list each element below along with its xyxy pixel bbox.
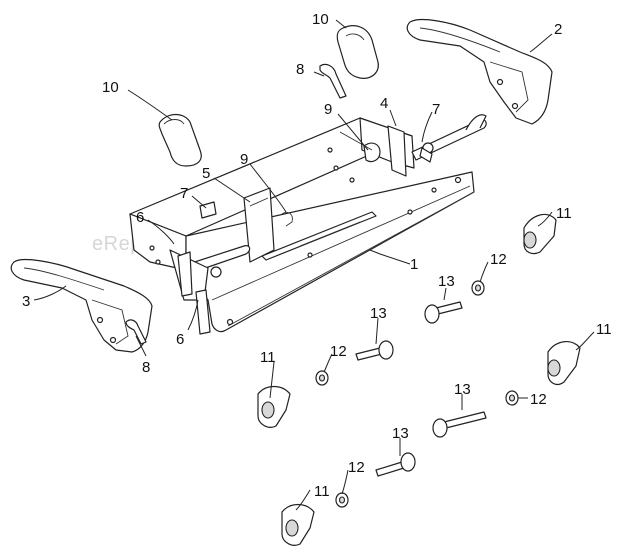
handle-left [10, 259, 153, 353]
callout-12a: 12 [490, 251, 507, 268]
knob-4 [281, 503, 315, 546]
left-lever-assembly [169, 187, 293, 335]
callout-13a: 13 [438, 273, 455, 290]
callout-9b: 9 [240, 151, 248, 168]
cotter-pin-bottom [125, 319, 147, 345]
handle-right [406, 18, 553, 125]
callout-1: 1 [410, 256, 418, 273]
callout-9a: 9 [324, 101, 332, 118]
callout-3: 3 [22, 293, 30, 310]
callout-6a: 6 [136, 209, 144, 226]
callout-13b: 13 [370, 305, 387, 322]
bolt-2 [355, 340, 394, 361]
callout-11c: 11 [260, 349, 276, 366]
bolt-1 [424, 301, 463, 324]
callout-11d: 11 [314, 483, 330, 500]
callout-7a: 7 [180, 185, 188, 202]
callout-10b: 10 [102, 79, 119, 96]
washer-3 [505, 390, 519, 406]
washer-1 [471, 280, 485, 296]
cotter-pin-top [319, 63, 347, 99]
callout-5: 5 [202, 165, 210, 182]
washer-4 [335, 492, 349, 508]
callout-13c: 13 [454, 381, 471, 398]
callout-7b: 7 [432, 101, 440, 118]
callout-8a: 8 [296, 61, 304, 78]
callout-12d: 12 [348, 459, 365, 476]
bolt-3 [432, 411, 487, 438]
knob-2 [547, 341, 581, 386]
callout-11a: 11 [556, 205, 572, 222]
grip-left [158, 113, 202, 167]
callout-labels: 1 2 3 4 5 6 6 7 7 8 8 9 9 10 10 11 11 11… [22, 11, 612, 500]
callout-13d: 13 [392, 425, 409, 442]
callout-11b: 11 [596, 321, 612, 338]
callout-4: 4 [380, 95, 388, 112]
grip-top [336, 25, 379, 79]
callout-6b: 6 [176, 331, 184, 348]
bolt-4 [375, 452, 416, 477]
knob-3 [257, 385, 291, 428]
callout-12b: 12 [330, 343, 347, 360]
washer-2 [315, 370, 329, 386]
callout-2: 2 [554, 21, 562, 38]
right-lever-assembly [339, 114, 487, 177]
callout-8b: 8 [142, 359, 150, 376]
leader-lines [33, 19, 595, 511]
callout-12c: 12 [530, 391, 547, 408]
knob-1 [523, 213, 557, 255]
callout-10a: 10 [312, 11, 329, 28]
